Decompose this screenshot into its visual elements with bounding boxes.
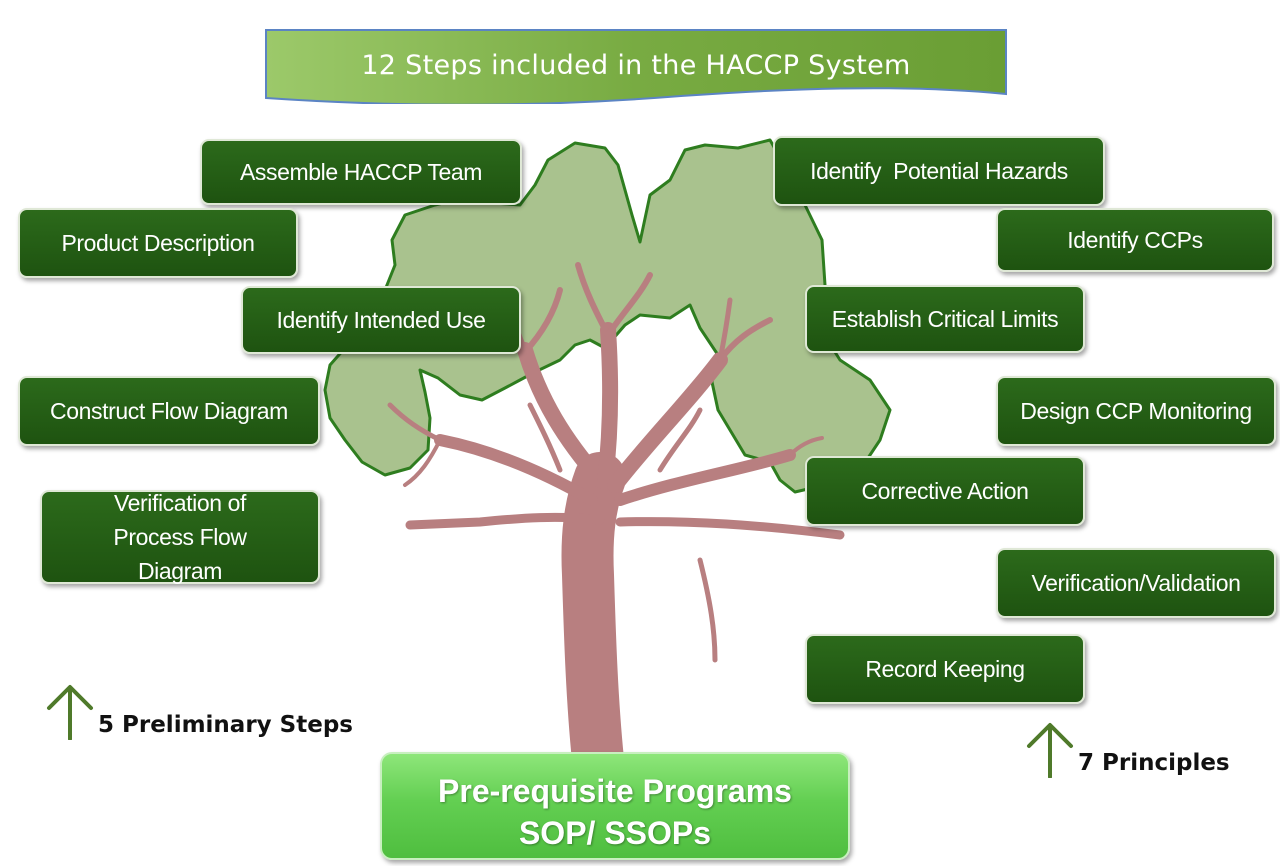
- step-label: Verification of Process Flow Diagram: [113, 490, 247, 584]
- legend-preliminary-label: 5 Preliminary Steps: [98, 712, 353, 738]
- principle-corrective-action: Corrective Action: [805, 456, 1085, 526]
- step-identify-intended-use: Identify Intended Use: [241, 286, 521, 354]
- step-label: Construct Flow Diagram: [50, 398, 288, 424]
- diagram-title: 12 Steps included in the HACCP System: [361, 50, 911, 81]
- legend-principles: 7 Principles: [1024, 722, 1230, 778]
- principle-label: Corrective Action: [861, 478, 1029, 504]
- principle-verification-validation: Verification/Validation: [996, 548, 1276, 618]
- step-label: Assemble HACCP Team: [239, 159, 483, 185]
- step-product-description: Product Description: [18, 208, 298, 278]
- principle-label: Establish Critical Limits: [831, 306, 1059, 332]
- up-arrow-icon: [47, 685, 93, 740]
- principle-identify-ccps: Identify CCPs: [996, 208, 1274, 272]
- prerequisite-programs-box: Pre-requisite Programs SOP/ SSOPs: [380, 752, 850, 860]
- step-label: Product Description: [61, 230, 255, 256]
- title-banner: 12 Steps included in the HACCP System: [264, 28, 1008, 104]
- principle-design-ccp-monitoring: Design CCP Monitoring: [996, 376, 1276, 446]
- principle-label: Identify Potential Hazards: [810, 158, 1068, 184]
- legend-principles-label: 7 Principles: [1078, 750, 1230, 776]
- sop-ssops-label: SOP/ SSOPs: [518, 815, 712, 851]
- prerequisite-programs-title: Pre-requisite Programs: [438, 773, 792, 809]
- principle-label: Design CCP Monitoring: [1020, 398, 1252, 424]
- step-assemble-haccp-team: Assemble HACCP Team: [200, 139, 522, 205]
- principle-identify-potential-hazards: Identify Potential Hazards: [773, 136, 1105, 206]
- step-construct-flow-diagram: Construct Flow Diagram: [18, 376, 320, 446]
- legend-preliminary-steps: 5 Preliminary Steps: [44, 684, 353, 740]
- principle-label: Identify CCPs: [1067, 227, 1203, 253]
- banner-shape: [265, 29, 1007, 104]
- up-arrow-icon: [1027, 723, 1073, 778]
- principle-label: Verification/Validation: [1031, 570, 1241, 596]
- step-verification-of-process-flow-diagram: Verification of Process Flow Diagram: [40, 490, 320, 584]
- principle-record-keeping: Record Keeping: [805, 634, 1085, 704]
- step-label: Identify Intended Use: [276, 307, 486, 333]
- principle-establish-critical-limits: Establish Critical Limits: [805, 285, 1085, 353]
- principle-label: Record Keeping: [865, 656, 1025, 682]
